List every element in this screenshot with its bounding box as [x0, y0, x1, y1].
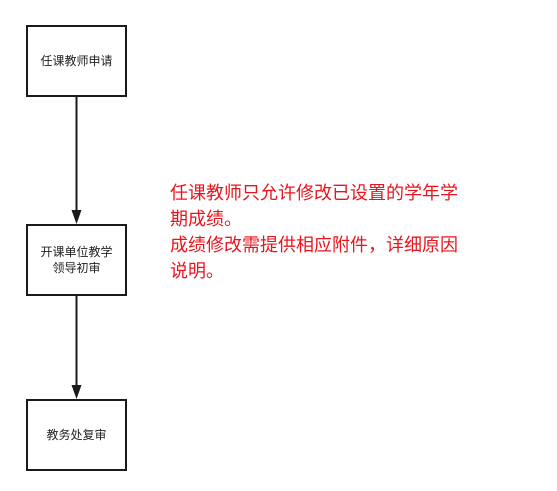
arrow-node2-to-node3: [71, 296, 82, 399]
flow-node-academic-affairs-review: 教务处复审: [26, 399, 127, 471]
flow-node-label: 开课单位教学 领导初审: [40, 245, 113, 275]
note-text: 任课教师只允许修改已设置的学年学 期成绩。 成绩修改需提供相应附件，详细原因 说…: [170, 183, 458, 282]
arrow-node1-to-node2: [71, 97, 82, 224]
flow-node-label: 任课教师申请: [40, 54, 113, 68]
flow-node-teacher-apply: 任课教师申请: [26, 25, 127, 97]
flow-node-dept-review: 开课单位教学 领导初审: [26, 224, 127, 296]
flow-node-label: 教务处复审: [46, 428, 107, 442]
